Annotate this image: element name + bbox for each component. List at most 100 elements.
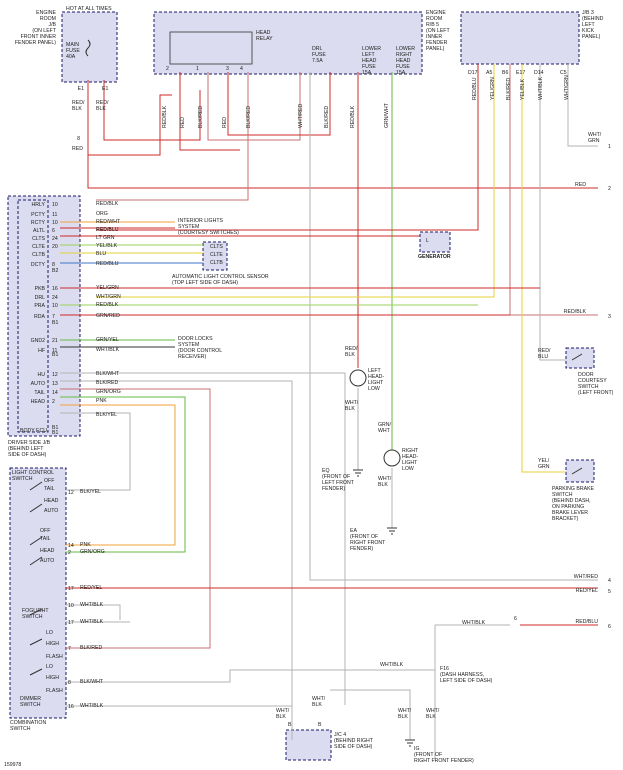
- combo-pin-3: 17: [68, 586, 74, 592]
- left-headlight-label: LEFT: [368, 368, 382, 374]
- wire-blk-red-jb3: [509, 64, 598, 316]
- wire-label-red: RED: [72, 146, 83, 152]
- combo-wire-label-2: GRN/ORG: [80, 549, 105, 555]
- ecu-pin-num-1: 11: [52, 212, 57, 218]
- jc4-box: [285, 729, 332, 761]
- ground-ea-icon: [387, 527, 397, 535]
- wire-label-center-6: BLK/RED: [324, 106, 330, 128]
- diagram-id-label: 159978: [4, 762, 21, 768]
- ecu-pin-num-4: 24: [52, 236, 58, 242]
- foglight-switch-label: SWITCH: [22, 614, 43, 620]
- right-wire-red-blk: RED/BLK: [564, 309, 587, 315]
- jc4-label: J/C 4: [334, 732, 346, 738]
- lower-right-head-fuse-label: HEAD: [396, 58, 411, 64]
- ecu-pin-gnd2: GND2: [31, 338, 46, 344]
- ecu-pin-num-9: 24: [52, 295, 58, 301]
- ecu-connector-1: B1: [52, 320, 58, 326]
- right-headlight-label: LIGHT: [402, 460, 418, 466]
- ecu-pin-rda: RDA: [34, 314, 45, 320]
- main-fuse-label: FUSE: [66, 48, 80, 54]
- dash-harness-label: F16: [440, 666, 449, 672]
- right-wire-red-yel: RED/YEL: [576, 588, 598, 594]
- combo-pin-0: 12: [68, 490, 74, 496]
- dimmer-pos-0: LO: [46, 630, 53, 636]
- door-switch-contact: [571, 353, 583, 361]
- pin-6-label: 6: [514, 616, 517, 622]
- automatic-light-sensor-label: AUTOMATIC LIGHT CONTROL SENSOR: [172, 274, 269, 280]
- engine-room-rb5-label: (ON LEFT: [426, 28, 450, 34]
- wire-wht-red: [309, 72, 598, 581]
- jb3-label: KICK: [582, 28, 595, 34]
- parking-switch-contact: [571, 467, 583, 475]
- ecu-pin-pra: PRA: [34, 303, 45, 309]
- combo-wire-label-4: WHT/BLK: [80, 602, 104, 608]
- drl-fuse-label: 7.5A: [312, 58, 323, 64]
- jb3-pin-E17: E17: [516, 70, 525, 76]
- driver-side-jb-label: (BEHIND LEFT: [8, 446, 44, 452]
- jc4-label: SIDE OF DASH): [334, 744, 373, 750]
- pin-e1-right: E1: [102, 86, 108, 92]
- right-wire-red-blu: RED/BLU: [576, 619, 599, 625]
- wire-label-center-0: RED/BLK: [162, 105, 168, 128]
- ecu-pin-num-15: 13: [52, 381, 58, 387]
- right-wire-wht-red: WHT/RED: [574, 574, 598, 580]
- wire-label-center-5: WHT/RED: [298, 104, 304, 128]
- ecu-pin-tail: TAIL: [34, 390, 45, 396]
- ecu-pin-pkb: PKB: [35, 286, 46, 292]
- main-fuse-label: 40A: [66, 54, 76, 60]
- door-locks-label: SYSTEM: [178, 342, 199, 348]
- drl-fuse-label: DRL: [312, 46, 322, 52]
- combination-switch-contacts: [29, 481, 43, 676]
- jb3-pin-A5: A5: [486, 70, 492, 76]
- dash-harness-label: LEFT SIDE OF DASH): [440, 678, 493, 684]
- body-ecu-label: BODY ECU: [20, 428, 47, 434]
- pin-e1-left: E1: [78, 86, 84, 92]
- ecu-pin-num-16: 14: [52, 390, 58, 396]
- ecu-pin-num-3: 6: [52, 228, 55, 234]
- right-edge-num-5: 5: [608, 589, 611, 595]
- right-edge-num-6: 6: [608, 624, 611, 630]
- jb3-pin-D14: D14: [534, 70, 544, 76]
- right-edge-num-3: 3: [608, 314, 611, 320]
- wire-label-right-head-bot: BLK: [378, 482, 388, 488]
- wire-label-center-2: BLK/RED: [198, 106, 204, 128]
- head-relay-label: RELAY: [256, 36, 273, 42]
- engine-room-jb-label: ENGINE: [36, 10, 56, 16]
- wire-red-blu-jb3: [96, 64, 479, 231]
- wire-label-center-3: RED: [222, 117, 228, 128]
- wire-wht-blk-foglight: [66, 604, 121, 620]
- wire-label-park: YEL/: [538, 458, 550, 464]
- engine-room-jb-label: FENDER PANEL): [15, 40, 56, 46]
- ecu-pin-num-7: 8: [52, 262, 55, 268]
- ecu-wire-label-17: PNK: [96, 398, 107, 404]
- parking-brake-switch-label: ON PARKING: [552, 504, 584, 510]
- bottom-wire-label-0-a: WHT/: [276, 708, 290, 714]
- dimmer-pos-5: FLASH: [46, 688, 63, 694]
- door-courtesy-switch-label: DOOR: [578, 372, 594, 378]
- wire-label-center-7: RED/BLK: [350, 105, 356, 128]
- wire-label-wht-blk-f16: WHT/BLK: [380, 662, 404, 668]
- hot-at-all-times-label: HOT AT ALL TIMES: [66, 6, 112, 12]
- combo-pin-8: 16: [68, 704, 74, 710]
- jb3-box: [460, 11, 580, 65]
- combo-wire-label-0: BLK/YEL: [80, 489, 101, 495]
- pin-8-label: 8: [77, 136, 80, 142]
- light-pos-mid-2: HEAD: [40, 548, 55, 554]
- wire-label-red-blk-1: RED/: [72, 100, 85, 106]
- relay-pin-4: 4: [240, 66, 243, 72]
- wire-pnk-ecu: [60, 404, 176, 546]
- ecu-wire-label-14: BLK/WHT: [96, 371, 120, 377]
- right-headlight-label: RIGHT: [402, 448, 419, 454]
- main-fuse-label: MAIN: [66, 42, 79, 48]
- engine-room-rb5-label: INNER: [426, 34, 442, 40]
- ecu-pin-num-12: 21: [52, 338, 58, 344]
- light-pos-top-3: AUTO: [44, 508, 58, 514]
- ecu-pin-rcty: RCTY: [31, 220, 46, 226]
- parking-brake-switch-label: BRAKE LEVER: [552, 510, 588, 516]
- bottom-wire-label-3-b: BLK: [426, 714, 436, 720]
- wire-label-center-4: BLK/RED: [246, 106, 252, 128]
- engine-room-jb-label: (ON LEFT: [32, 28, 56, 34]
- light-pos-top-2: HEAD: [44, 498, 59, 504]
- ecu-wire-label-2: RED/WHT: [96, 219, 121, 225]
